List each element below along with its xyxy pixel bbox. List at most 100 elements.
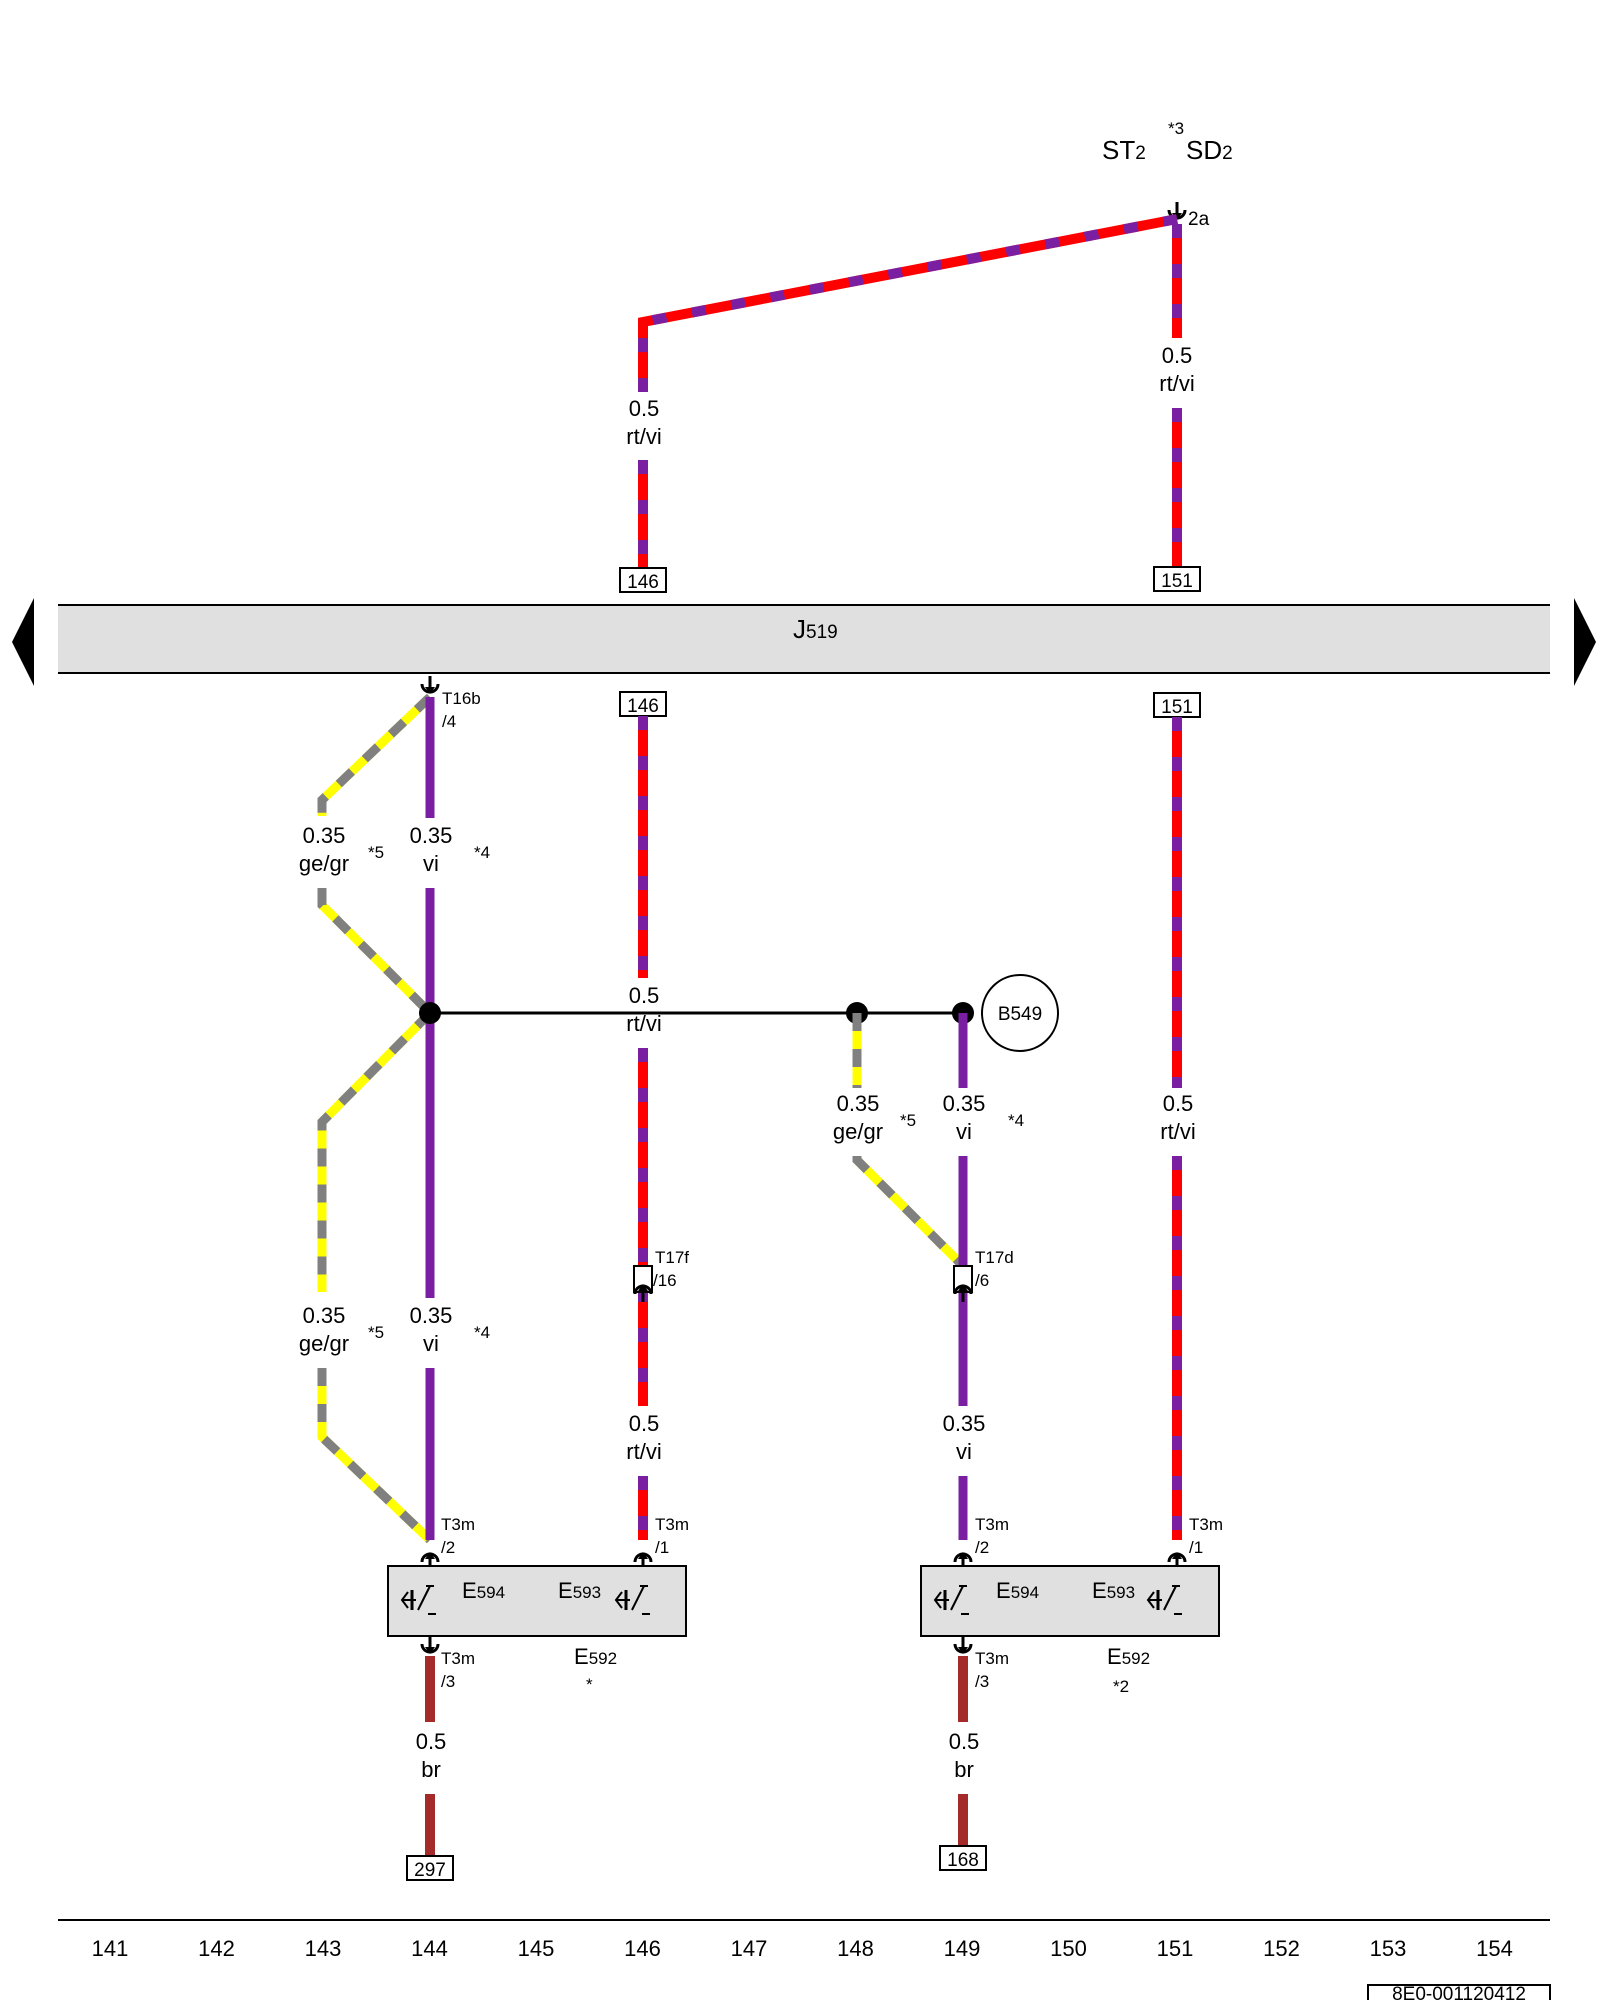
grid-number: 153 bbox=[1370, 1936, 1407, 1961]
grid-number: 150 bbox=[1050, 1936, 1087, 1961]
wire-c-vi-note: *4 bbox=[1008, 1111, 1024, 1130]
switch-left-note: * bbox=[586, 1675, 593, 1694]
wire-mid-146-color: rt/vi bbox=[626, 1011, 661, 1036]
connector-t17f-pin: /16 bbox=[653, 1271, 677, 1290]
connector-t3m-left-1-name: T3m bbox=[655, 1515, 689, 1534]
ref-box-bottom-151-text: 151 bbox=[1161, 697, 1193, 718]
doc-id: 8E0-001120412 bbox=[1392, 1984, 1526, 2000]
switch-left-e593-label: E593 bbox=[558, 1578, 601, 1603]
junction-dot-144 bbox=[419, 1002, 441, 1024]
switch-right-e592-label: E592 bbox=[1107, 1644, 1150, 1669]
wire-a-vi-size: 0.35 bbox=[410, 823, 453, 848]
connector-t17d-name: T17d bbox=[975, 1248, 1014, 1267]
control-unit-bar bbox=[58, 605, 1550, 673]
wire-top-right-size: 0.5 bbox=[1162, 343, 1193, 368]
connector-t3m-right-1-name: T3m bbox=[1189, 1515, 1223, 1534]
connector-t16b-name: T16b bbox=[442, 689, 481, 708]
connector-t3m-left-2-name: T3m bbox=[441, 1515, 475, 1534]
connector-t3m-right-2-name: T3m bbox=[975, 1515, 1009, 1534]
junction-circle-b549 bbox=[981, 974, 1059, 1052]
arrow-right-icon bbox=[1574, 598, 1596, 686]
ref-box-bottom-146-text: 146 bbox=[627, 696, 659, 717]
switch-icon-e594-left bbox=[400, 1585, 436, 1615]
switch-icon-e593-left bbox=[614, 1585, 650, 1615]
grid-number: 143 bbox=[305, 1936, 342, 1961]
wire-mid-146-size: 0.5 bbox=[629, 983, 660, 1008]
ref-box-top-151-text: 151 bbox=[1161, 571, 1193, 592]
wire-low-146-color: rt/vi bbox=[626, 1439, 661, 1464]
grid-number: 141 bbox=[92, 1936, 129, 1961]
wire-low-149-size: 0.35 bbox=[943, 1411, 986, 1436]
connector-t17d-pin: /6 bbox=[975, 1271, 989, 1290]
wire-a-vi-color: vi bbox=[423, 851, 439, 876]
wire-a-gegr bbox=[317, 693, 434, 1017]
grid-number: 151 bbox=[1157, 1936, 1194, 1961]
grid-number: 147 bbox=[731, 1936, 768, 1961]
wire-top-left-color: rt/vi bbox=[626, 424, 661, 449]
connector-t3m-right-2-pin: /2 bbox=[975, 1538, 989, 1557]
switch-left-e594-label: E594 bbox=[462, 1578, 505, 1603]
connector-t3m-right-3-pin: /3 bbox=[975, 1672, 989, 1691]
switch-box-left: E594 E593 bbox=[387, 1565, 687, 1637]
ref-box-ground-297 bbox=[406, 1855, 454, 1881]
connector-t16b bbox=[420, 674, 440, 696]
connector-t3m-right-1-pin: /1 bbox=[1189, 1538, 1203, 1557]
wire-b-gegr-note: *5 bbox=[368, 1323, 384, 1342]
wire-c-vi-color: vi bbox=[956, 1119, 972, 1144]
wire-right-151-size: 0.5 bbox=[1163, 1091, 1194, 1116]
wire-a-vi-note: *4 bbox=[474, 843, 490, 862]
switch-right-e594-label: E594 bbox=[996, 1578, 1039, 1603]
wire-b-vi-note: *4 bbox=[474, 1323, 490, 1342]
ref-box-ground-168 bbox=[939, 1845, 987, 1871]
wire-a-gegr-color: ge/gr bbox=[299, 851, 349, 876]
ref-box-bottom-151 bbox=[1153, 692, 1201, 718]
supply-note: *3 bbox=[1168, 119, 1184, 138]
ref-box-bottom-146 bbox=[619, 691, 667, 717]
wire-a-gegr-note: *5 bbox=[368, 843, 384, 862]
wire-c-gegr-color: ge/gr bbox=[833, 1119, 883, 1144]
wire-top-right-color: rt/vi bbox=[1159, 371, 1194, 396]
wire-b-vi-color: vi bbox=[423, 1331, 439, 1356]
grid-number: 146 bbox=[624, 1936, 661, 1961]
doc-id-box bbox=[1367, 1984, 1551, 2000]
switch-icon-e593-right bbox=[1146, 1585, 1182, 1615]
wire-top-left-size: 0.5 bbox=[629, 396, 660, 421]
switch-box-right: E594 E593 bbox=[920, 1565, 1220, 1637]
wire-low-149-color: vi bbox=[956, 1439, 972, 1464]
connector-2a-pin: 2a bbox=[1188, 209, 1210, 230]
wire-gnd-right-color: br bbox=[954, 1757, 974, 1782]
grid-number: 149 bbox=[944, 1936, 981, 1961]
ref-box-ground-297-text: 297 bbox=[414, 1860, 446, 1881]
switch-right-e593-label: E593 bbox=[1092, 1578, 1135, 1603]
wire-gnd-right-size: 0.5 bbox=[949, 1729, 980, 1754]
connector-t16b-pin: /4 bbox=[442, 712, 456, 731]
grid-number: 142 bbox=[198, 1936, 235, 1961]
wire-gnd-left-size: 0.5 bbox=[416, 1729, 447, 1754]
ref-box-top-151 bbox=[1153, 566, 1201, 592]
wire-right-151-color: rt/vi bbox=[1160, 1119, 1195, 1144]
wire-b-gegr bbox=[317, 1009, 434, 1544]
ref-box-top-146-text: 146 bbox=[627, 572, 659, 593]
connector-t3m-left-3-name: T3m bbox=[441, 1649, 475, 1668]
wire-c-gegr-size: 0.35 bbox=[837, 1091, 880, 1116]
switch-left-e592-label: E592 bbox=[574, 1644, 617, 1669]
ref-box-ground-168-text: 168 bbox=[947, 1850, 979, 1871]
grid-number: 148 bbox=[837, 1936, 874, 1961]
junction-label-b549: B549 bbox=[998, 1004, 1042, 1025]
connector-t3m-left-3-pin: /3 bbox=[441, 1672, 455, 1691]
wire-b-vi-size: 0.35 bbox=[410, 1303, 453, 1328]
ref-box-top-146 bbox=[619, 567, 667, 593]
wire-c-gegr bbox=[852, 1013, 967, 1270]
arrow-left-icon bbox=[12, 598, 34, 686]
connector-t3m-left-2-pin: /2 bbox=[441, 1538, 455, 1557]
wire-a-gegr-size: 0.35 bbox=[303, 823, 346, 848]
wire-b-gegr-color: ge/gr bbox=[299, 1331, 349, 1356]
connector-t17f-name: T17f bbox=[655, 1248, 689, 1267]
control-unit-label: J519 bbox=[793, 614, 838, 644]
supply-label-sd2: SD2 bbox=[1186, 135, 1233, 165]
supply-label-st2: ST2 bbox=[1102, 135, 1146, 165]
wire-top-left bbox=[638, 214, 1178, 568]
connector-t3m-left-1-pin: /1 bbox=[655, 1538, 669, 1557]
